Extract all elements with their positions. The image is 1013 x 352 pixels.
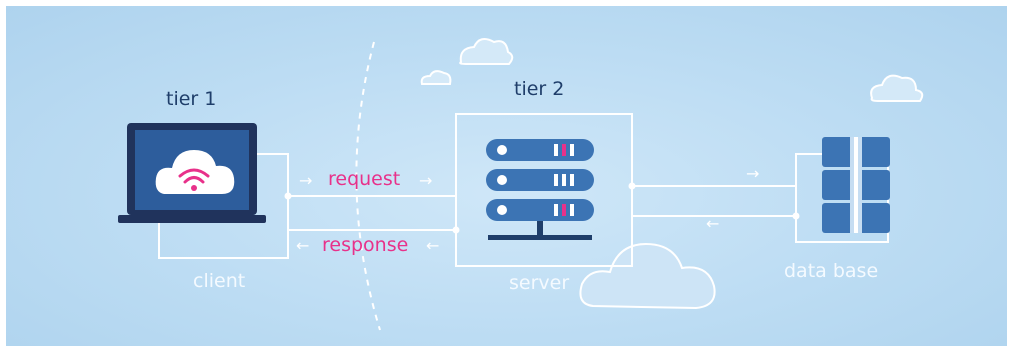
cloud-icon — [420, 70, 452, 85]
request-arrow-right: → — [419, 171, 433, 190]
response-label: response — [322, 234, 409, 256]
client-label: client — [193, 270, 246, 292]
diagram-canvas: tier 1 tier 2 → request → ← response ← →… — [6, 6, 1007, 346]
database-stack-icon — [822, 137, 890, 233]
server-db-lines — [632, 185, 796, 217]
diagram-graphics — [118, 37, 924, 331]
server-rack-icon — [486, 139, 594, 240]
request-label: request — [328, 168, 401, 190]
tier-1-label: tier 1 — [166, 88, 217, 110]
tier-2-label: tier 2 — [514, 78, 565, 100]
database-label: data base — [784, 260, 879, 282]
network-boundary-arc — [355, 41, 381, 331]
cloud-icon — [870, 74, 924, 102]
connector-dot — [284, 192, 292, 200]
response-arrow-right: ← — [426, 236, 440, 255]
server-box — [455, 113, 633, 267]
cloud-icon — [579, 242, 716, 310]
response-arrow-left: ← — [296, 236, 310, 255]
db-response-arrow: ← — [706, 214, 720, 233]
cloud-icon — [459, 37, 514, 65]
connector-dot — [628, 182, 636, 190]
request-arrow-left: → — [299, 171, 313, 190]
server-label: server — [509, 272, 570, 294]
db-request-arrow: → — [746, 164, 760, 183]
laptop-cloud-wifi-icon — [118, 123, 266, 223]
